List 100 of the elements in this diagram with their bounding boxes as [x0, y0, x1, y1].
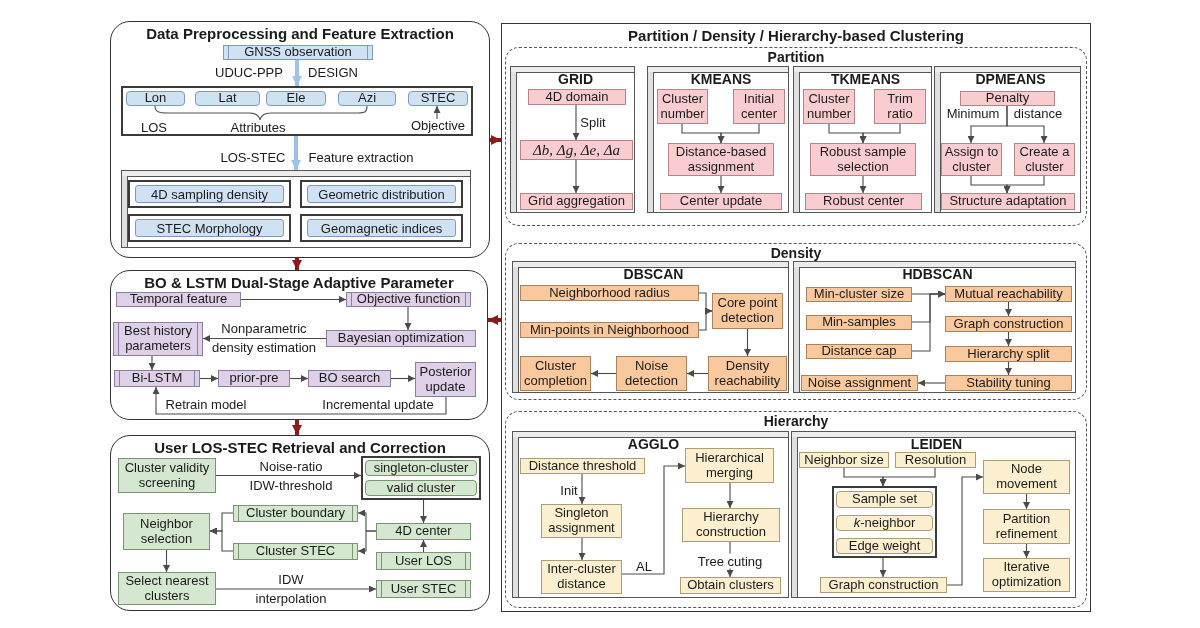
feature-block — [121, 170, 471, 248]
annotation-label: DESIGN — [308, 65, 358, 81]
process-box: Select nearest clusters — [118, 572, 216, 605]
process-box: 4D center — [376, 523, 471, 540]
process-box: Penalty — [960, 91, 1055, 106]
process-box: User STEC — [376, 580, 471, 598]
process-box: Trim ratio — [874, 89, 926, 124]
edge-label: Noise-ratio IDW-threshold — [248, 458, 334, 495]
stage-panel — [110, 435, 490, 611]
annotation-label: Minimum — [946, 106, 1000, 122]
process-box: Hierarchy construction — [682, 508, 780, 542]
algorithm-block — [647, 66, 789, 213]
process-box: Initial center — [733, 89, 785, 124]
algorithm-block — [791, 431, 1076, 598]
clustering-panel — [501, 23, 1091, 612]
process-box: Robust sample selection — [810, 143, 916, 176]
annotation-label: Incremental update — [322, 397, 434, 413]
algorithm-title: AGGLO — [627, 436, 680, 453]
panel-title: BO & LSTM Dual-Stage Adaptive Parameter — [144, 274, 454, 291]
panel-title: User LOS-STEC Retrieval and Correction — [154, 439, 446, 456]
process-box: STEC — [408, 91, 468, 106]
edge-label: Nonparametric density estimation — [210, 320, 318, 357]
algorithm-block — [793, 261, 1076, 393]
group-frame — [121, 86, 473, 136]
edge-label: Split — [580, 114, 606, 130]
process-box: Robust center — [805, 193, 922, 210]
process-box: Cluster boundary — [233, 505, 358, 522]
process-box: Resolution — [895, 452, 976, 468]
stage-panel — [110, 270, 488, 420]
annotation-label: Attributes — [230, 120, 286, 136]
algorithm-title: LEIDEN — [910, 436, 963, 453]
process-box: Stability tuning — [945, 375, 1072, 391]
algorithm-block — [512, 431, 789, 598]
feature-label: 4D sampling density — [135, 185, 284, 203]
process-box: Bi-LSTM — [114, 370, 200, 387]
edge-label: AL — [636, 558, 652, 574]
algorithm-block — [934, 66, 1081, 213]
process-box: Graph construction — [945, 316, 1072, 332]
process-box: Neighborhood radius — [520, 285, 699, 301]
arrow — [215, 585, 377, 593]
annotation-label: LOS — [141, 120, 167, 136]
arrow — [357, 530, 377, 555]
process-box: Min-samples — [806, 315, 912, 330]
process-box: k-neighbor — [836, 515, 933, 531]
flow-arrow — [292, 420, 302, 435]
feature-frame — [128, 214, 291, 242]
process-box: Distance-based assignment — [668, 143, 774, 176]
feature-frame — [300, 180, 463, 208]
flow-arrow — [292, 60, 302, 86]
process-box: GNSS observation — [223, 45, 373, 60]
process-box: 4D domain — [528, 89, 626, 105]
flow-arrow — [490, 135, 501, 145]
process-box: Cluster STEC — [233, 543, 358, 560]
stage-panel — [110, 21, 490, 258]
process-box: Assign to cluster — [941, 143, 1002, 176]
process-box: Neighbor selection — [123, 513, 210, 550]
region-title: Partition — [767, 49, 825, 66]
annotation-label: LOS-STEC — [220, 150, 286, 166]
arrow — [163, 549, 170, 573]
annotation-label: UDUC-PPP — [215, 65, 283, 81]
process-box: Temporal feature — [116, 292, 241, 307]
callout-text: Objective — [408, 119, 468, 133]
process-box: Edge weight — [836, 538, 933, 554]
process-box: Partition refinement — [983, 509, 1070, 544]
algorithm-title: DPMEANS — [975, 71, 1046, 88]
edge-label: Init — [560, 482, 578, 498]
flow-arrow — [488, 315, 501, 325]
process-box: Center update — [660, 193, 782, 210]
algorithm-block — [510, 66, 635, 213]
process-box: Min-cluster size — [806, 287, 912, 302]
process-box: Cluster validity screening — [118, 458, 216, 493]
arrow — [433, 105, 441, 120]
process-box: Δb, Δg, Δe, Δa — [520, 140, 633, 160]
process-box: Cluster number — [803, 89, 855, 124]
process-box: Graph construction — [820, 577, 947, 593]
process-box: valid cluster — [365, 480, 477, 496]
annotation-label: Retrain model — [165, 397, 247, 413]
process-box: Objective function — [346, 292, 471, 307]
process-box: Inter-cluster distance — [541, 560, 622, 594]
algorithm-title: GRID — [558, 71, 593, 88]
process-box: Posterior update — [415, 362, 476, 397]
arrow — [404, 306, 412, 331]
algorithm-block — [793, 66, 932, 213]
algorithm-title: DBSCAN — [623, 266, 684, 283]
process-box: Node movement — [983, 460, 1070, 494]
process-box: Density reachability — [708, 356, 787, 391]
process-box: Distance cap — [806, 344, 912, 359]
process-box: Sample set — [836, 491, 933, 508]
category-region — [505, 243, 1087, 400]
process-box: Lat — [195, 91, 260, 106]
process-box: Obtain clusters — [680, 577, 781, 594]
arrow — [199, 375, 219, 382]
category-region — [505, 47, 1087, 226]
process-box: Distance threshold — [520, 458, 645, 474]
process-box: Hierarchical merging — [685, 448, 774, 483]
algorithm-title: HDBSCAN — [902, 266, 973, 283]
category-region — [505, 411, 1087, 608]
annotation-label: Feature extraction — [308, 150, 414, 166]
process-box: Mutual reachability — [945, 286, 1072, 302]
arrow — [148, 355, 156, 371]
